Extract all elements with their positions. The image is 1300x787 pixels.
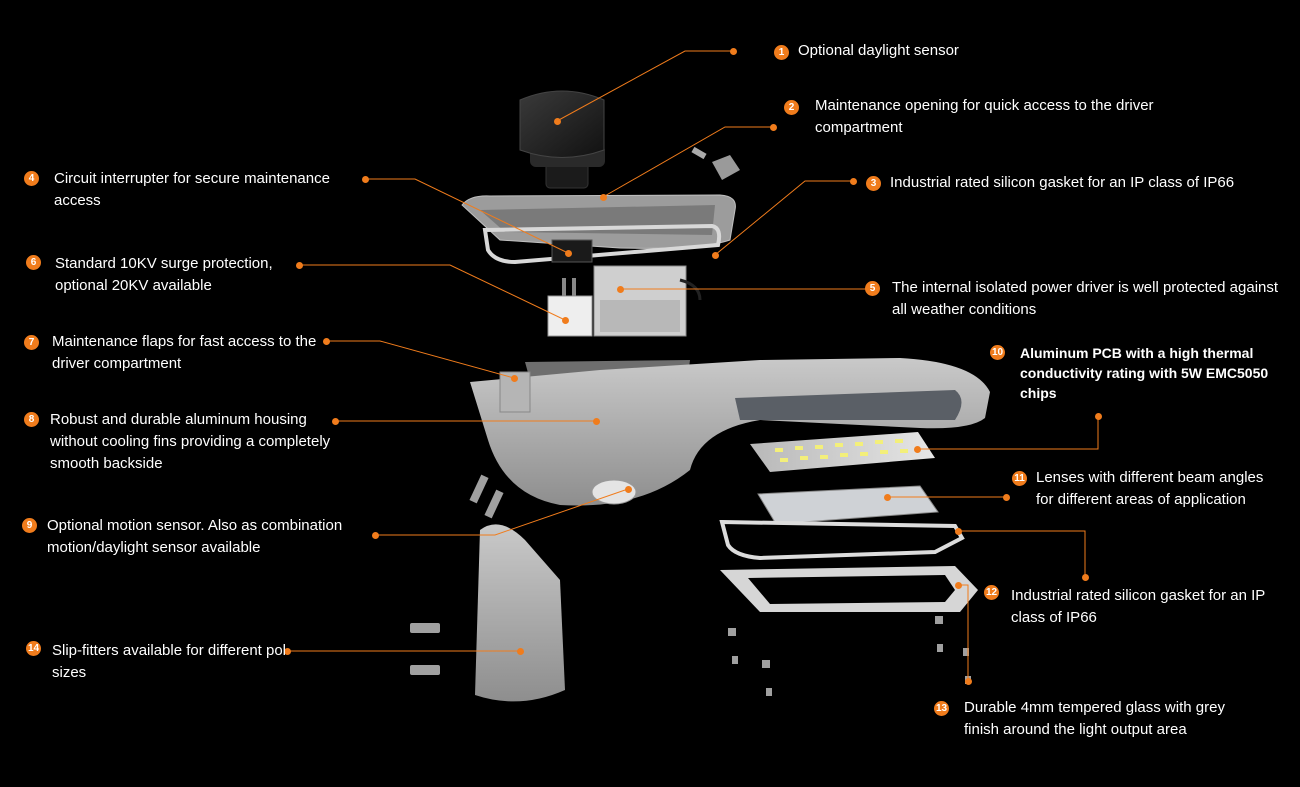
leader-dot (1095, 413, 1102, 420)
lens-panel (757, 485, 939, 525)
callout-7-badge: 7 (24, 335, 39, 350)
callout-3-text: Industrial rated silicon gasket for an I… (890, 174, 1235, 191)
led-pcb (750, 432, 935, 472)
callout-14-text: Slip-fitters available for different pol… (52, 642, 287, 681)
main-housing (470, 358, 990, 506)
daylight-sensor (519, 90, 605, 189)
leader-dot (593, 418, 600, 425)
callout-1-text: Optional daylight sensor (798, 42, 959, 59)
leader-dot (884, 494, 891, 501)
callout-13-badge: 13 (934, 701, 949, 716)
leader-dot (1003, 494, 1010, 501)
callout-10-text: Aluminum PCB with a high thermal conduct… (1020, 345, 1269, 401)
leader-dot (565, 250, 572, 257)
cover-gasket (482, 223, 722, 265)
callout-4-badge: 4 (24, 171, 39, 186)
leader-dot (625, 486, 632, 493)
leader-lines (287, 50, 1099, 681)
callout-14-badge: 14 (26, 641, 41, 656)
callout-1-badge: 1 (774, 45, 789, 60)
leader-dot (965, 678, 972, 685)
leader-dot (770, 124, 777, 131)
callout-2-badge: 2 (784, 100, 799, 115)
leader-dot (362, 176, 369, 183)
lens-gasket (719, 519, 965, 561)
callout-8-badge: 8 (24, 412, 39, 427)
leader-dot (850, 178, 857, 185)
leader-dot (914, 446, 921, 453)
leader-dot (372, 532, 379, 539)
callout-12-text: Industrial rated silicon gasket for an I… (1011, 587, 1266, 626)
leader-dot (730, 48, 737, 55)
surge-protector (547, 278, 593, 337)
leader-dot (554, 118, 561, 125)
callout-5-text: The internal isolated power driver is we… (892, 279, 1279, 318)
callout-3-badge: 3 (866, 176, 881, 191)
leader-dot (617, 286, 624, 293)
leader-dot (284, 648, 291, 655)
circuit-interrupter (551, 239, 593, 263)
callout-10-badge: 10 (990, 345, 1005, 360)
callout-6-badge: 6 (26, 255, 41, 270)
top-clip (691, 146, 740, 180)
callout-8-text: Robust and durable aluminum housing with… (50, 411, 331, 472)
leader-dot (517, 648, 524, 655)
callout-2-text: Maintenance opening for quick access to … (815, 97, 1154, 136)
power-driver (593, 265, 702, 337)
callout-12-badge: 12 (984, 585, 999, 600)
leader-dot (296, 262, 303, 269)
callout-9-text: Optional motion sensor. Also as combinat… (47, 517, 343, 556)
leader-dot (1082, 574, 1089, 581)
callout-11-text: Lenses with different beam angles for di… (1036, 469, 1264, 508)
callout-5-badge: 5 (865, 281, 880, 296)
callout-6-text: Standard 10KV surge protection, optional… (55, 255, 273, 294)
callout-7-text: Maintenance flaps for fast access to the… (52, 333, 317, 372)
leader-dot (562, 317, 569, 324)
slip-fitter (475, 524, 565, 702)
leader-dot (955, 582, 962, 589)
leader-dot (332, 418, 339, 425)
leader-dot (712, 252, 719, 259)
leader-dot (955, 528, 962, 535)
callout-4-text: Circuit interrupter for secure maintenan… (54, 170, 330, 209)
callout-9-badge: 9 (22, 518, 37, 533)
leader-dot (600, 194, 607, 201)
leader-dot (323, 338, 330, 345)
callout-13-text: Durable 4mm tempered glass with grey fin… (964, 699, 1225, 738)
tempered-glass (720, 566, 978, 612)
leader-dot (511, 375, 518, 382)
callout-11-badge: 11 (1012, 471, 1027, 486)
